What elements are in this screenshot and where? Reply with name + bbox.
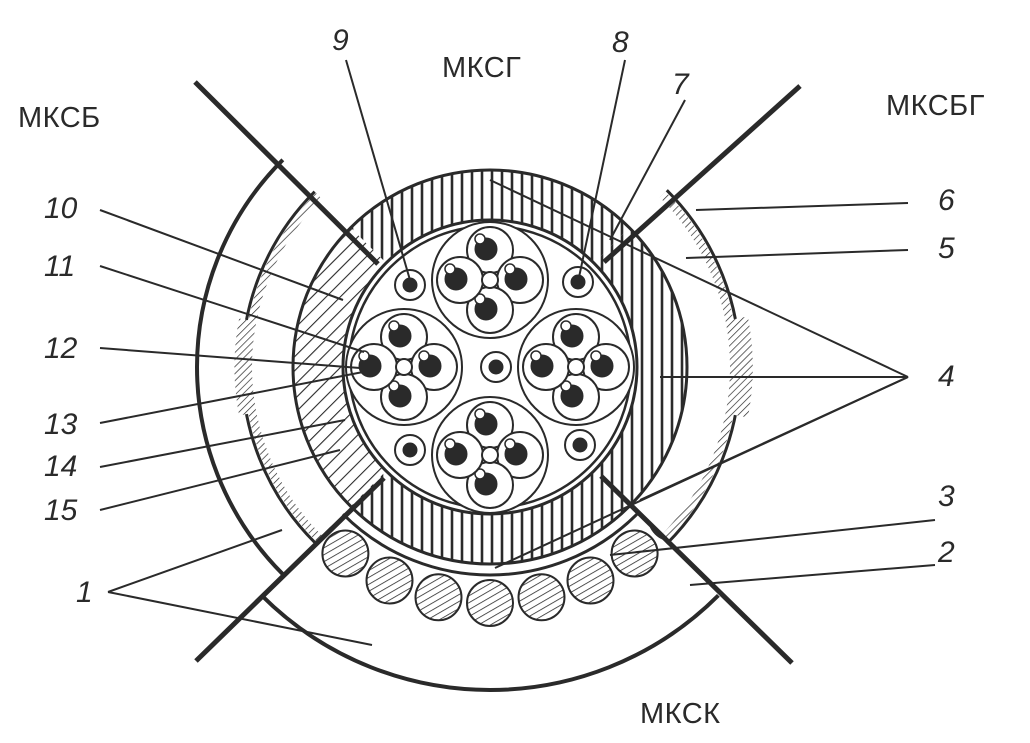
callout-8: 8 (612, 26, 629, 59)
armour-wire (414, 573, 463, 622)
sheath-outer-edge (291, 168, 689, 566)
cable-core (345, 221, 635, 514)
divider-ray-sw (194, 476, 386, 663)
armour-wire (466, 579, 514, 627)
callout-15: 15 (44, 494, 78, 527)
callout-13: 13 (44, 408, 78, 441)
sheath-4-left (293, 170, 490, 564)
quad-core-marker (474, 233, 486, 245)
signal-pair-9-conductor (402, 277, 418, 293)
quad-core-marker (590, 350, 602, 362)
callout-9: 9 (332, 24, 349, 57)
quad-core-marker (418, 350, 430, 362)
callout-1: 1 (76, 576, 93, 609)
tape-armour-6 (490, 119, 738, 615)
signal-pair-se-conductor (572, 437, 588, 453)
inner-jacket-3 (280, 367, 700, 577)
tape-armour-2 (244, 121, 490, 613)
quad-core-marker (474, 468, 486, 480)
quad-core-marker (504, 438, 516, 450)
callout-5: 5 (938, 232, 955, 265)
divider-ray-se (599, 474, 794, 665)
quad-filler (481, 446, 499, 464)
quad-filler (481, 271, 499, 289)
zone-label-mksbg: МКСБГ (886, 90, 985, 122)
quad-core-marker (504, 263, 516, 275)
tape-armour-overlap (234, 318, 255, 416)
quad-core-marker (560, 320, 572, 332)
tape-armour-overlap-right (732, 316, 753, 418)
zone-label-mksk: МКСК (640, 698, 721, 730)
sheath-4-top (293, 170, 687, 367)
armour-wire (321, 529, 370, 578)
quad-core-marker (444, 438, 456, 450)
callout-11: 11 (44, 250, 76, 283)
armour-wire (610, 529, 659, 578)
cable-body (99, 59, 936, 692)
callout-4: 4 (938, 360, 955, 393)
leader-lines (99, 59, 936, 646)
outer-jacket-1 (195, 72, 490, 662)
quad-core-marker (388, 380, 400, 392)
signal-pair-sw-conductor (402, 442, 418, 458)
quad-core-marker (560, 380, 572, 392)
callout-7: 7 (672, 68, 689, 101)
centre-pair-conductor (488, 359, 504, 375)
callout-6: 6 (938, 184, 955, 217)
quad-filler (395, 358, 413, 376)
quad-core-marker (388, 320, 400, 332)
zone-label-mksg: МКСГ (442, 52, 522, 84)
quad-core-marker (474, 293, 486, 305)
divider-ray-ne (602, 84, 802, 264)
armour-wire (365, 556, 414, 605)
mkcb-sector (195, 72, 490, 662)
armour-wire (517, 573, 566, 622)
callout-2: 2 (938, 536, 955, 569)
mksbg-sector (490, 115, 753, 619)
quad-core-marker (474, 408, 486, 420)
sheath-4-bottom (293, 367, 687, 564)
callout-14: 14 (44, 450, 78, 483)
quad-filler (567, 358, 585, 376)
callout-3: 3 (938, 480, 955, 513)
callout-12: 12 (44, 332, 78, 365)
quad-core-marker (358, 350, 370, 362)
zone-label-mkcb: МКСБ (18, 102, 101, 134)
quad-core-marker (530, 350, 542, 362)
callout-10: 10 (44, 192, 78, 225)
armour-wire (566, 556, 615, 605)
divider-ray-nw (193, 80, 380, 266)
quad-core-marker (444, 263, 456, 275)
outer-jacket-mksk (165, 367, 815, 692)
sheath-4-right (490, 170, 687, 564)
